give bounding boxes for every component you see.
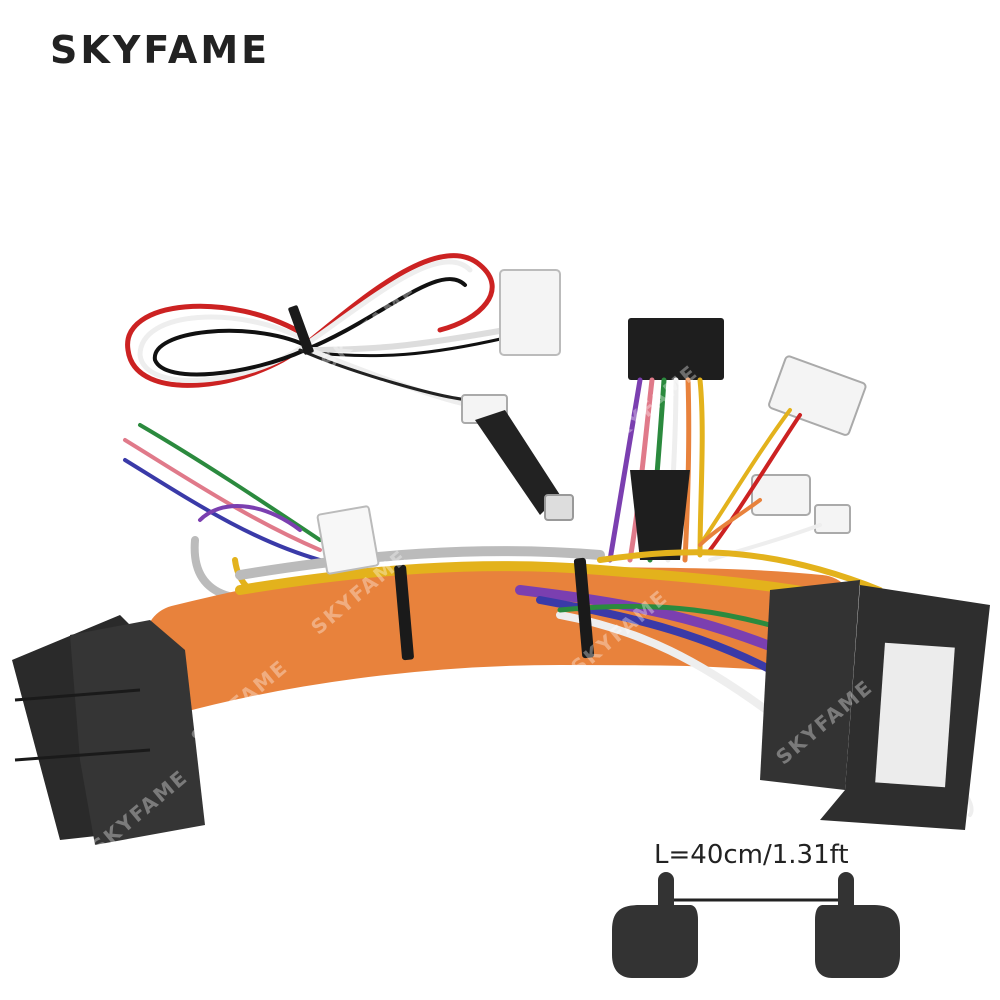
length-label: L=40cm/1.31ft xyxy=(654,840,849,870)
label-tag xyxy=(316,505,380,575)
loose-wires xyxy=(123,423,333,605)
white-connector-top xyxy=(499,269,561,356)
heat-shrink-sleeve xyxy=(630,470,690,560)
black-connector-right xyxy=(760,580,990,830)
cable-ties xyxy=(288,305,595,661)
right-connector-wires xyxy=(698,408,822,562)
brand-logo: SKYFAME xyxy=(50,28,271,72)
white-connector-right-a xyxy=(768,355,867,436)
white-connector-right-b xyxy=(751,474,811,516)
main-wire-bundle xyxy=(145,546,974,825)
black-adapter-sleeve xyxy=(475,410,560,515)
black-connector-top xyxy=(628,318,724,380)
connector-sticker xyxy=(875,642,955,788)
upper-wire-loop xyxy=(125,253,508,408)
white-connector-adapter xyxy=(544,494,574,521)
white-connector-right-c xyxy=(814,504,851,534)
left-hand-pointer-icon xyxy=(612,872,698,978)
black-connector-left xyxy=(12,615,205,845)
right-hand-pointer-icon xyxy=(815,872,900,978)
measurement-graphic xyxy=(612,872,900,978)
